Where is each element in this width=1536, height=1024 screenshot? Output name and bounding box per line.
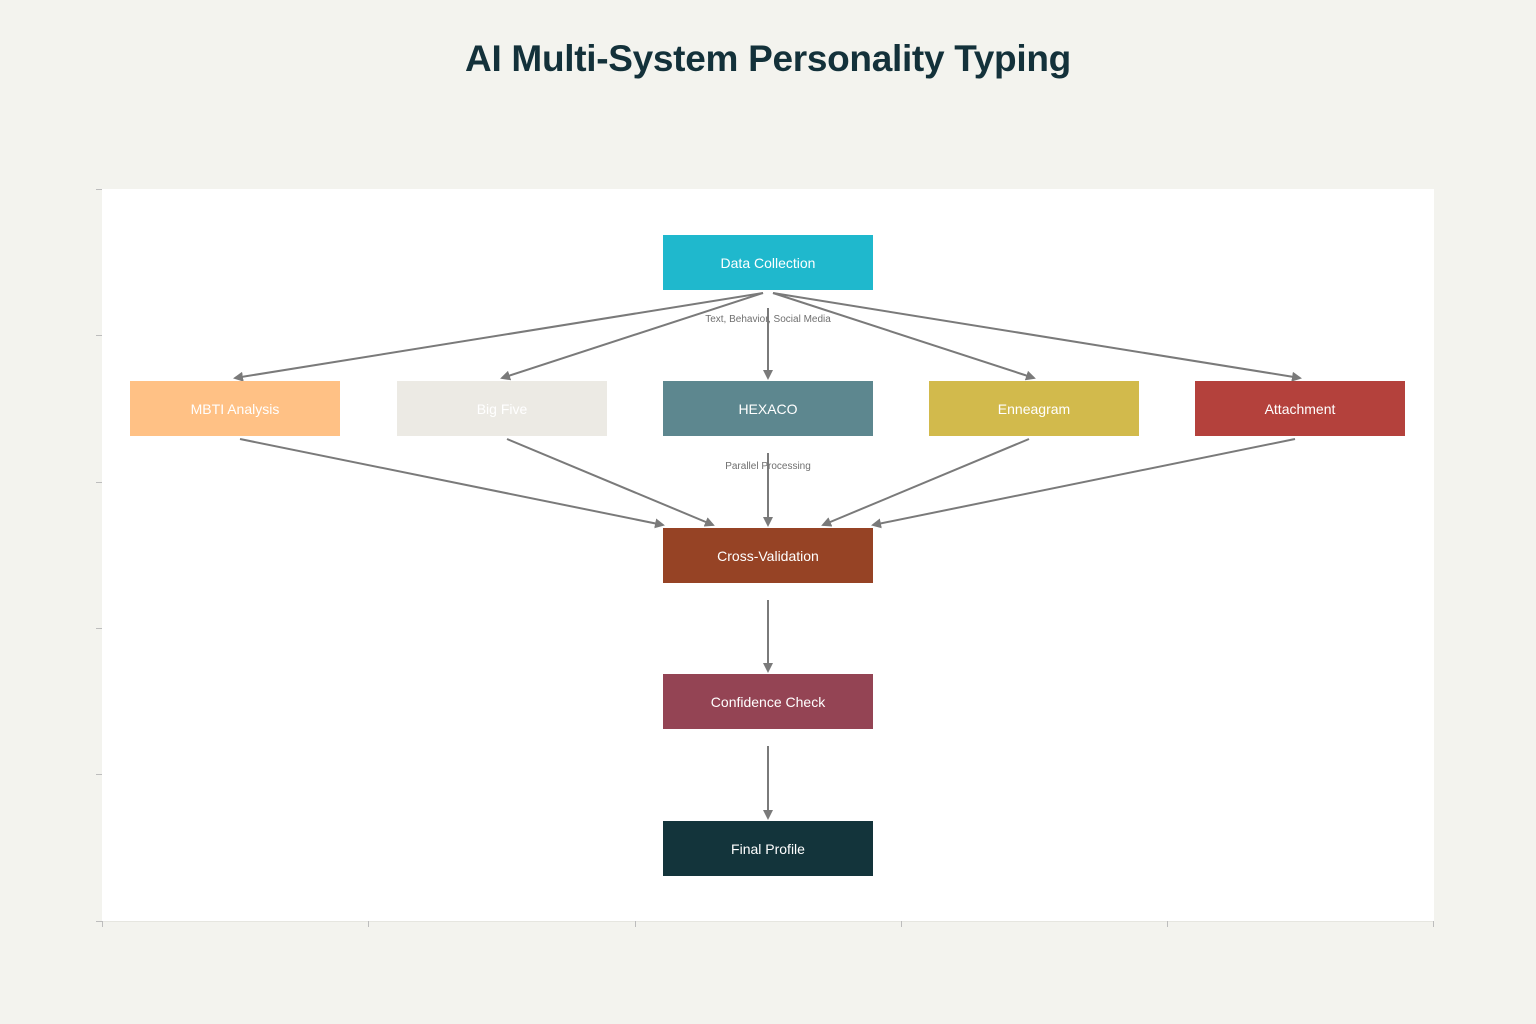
node-big-five: Big Five (397, 381, 607, 436)
node-attachment: Attachment (1195, 381, 1405, 436)
node-data-collection: Data Collection (663, 235, 873, 290)
node-enneagram: Enneagram (929, 381, 1139, 436)
x-tick (102, 921, 103, 927)
y-tick (96, 189, 102, 190)
y-tick (96, 921, 102, 922)
edge-enneagram-to-cross-validation (821, 438, 1030, 527)
edge-label-parallel: Parallel Processing (725, 461, 811, 472)
edge-data-collection-to-mbti (233, 292, 764, 382)
edge-data-collection-to-attachment (772, 292, 1302, 382)
diagram-title: AI Multi-System Personality Typing (465, 38, 1071, 79)
node-mbti: MBTI Analysis (130, 381, 340, 436)
y-tick (96, 774, 102, 775)
x-tick (901, 921, 902, 927)
x-axis-line (102, 921, 1434, 922)
node-confidence-check: Confidence Check (663, 674, 873, 729)
x-tick (1433, 921, 1434, 927)
edge-data-collection-to-enneagram (772, 292, 1036, 381)
edge-mbti-to-cross-validation (239, 438, 665, 529)
edge-data-collection-to-big-five (500, 292, 764, 381)
edge-big-five-to-cross-validation (506, 438, 715, 527)
node-final-profile: Final Profile (663, 821, 873, 876)
x-tick (635, 921, 636, 927)
node-hexaco: HEXACO (663, 381, 873, 436)
edge-attachment-to-cross-validation (871, 438, 1296, 529)
node-cross-validation: Cross-Validation (663, 528, 873, 583)
x-tick (1167, 921, 1168, 927)
y-tick (96, 628, 102, 629)
edge-label-sources: Text, Behavior, Social Media (705, 314, 831, 325)
y-tick (96, 335, 102, 336)
y-tick (96, 482, 102, 483)
x-tick (368, 921, 369, 927)
